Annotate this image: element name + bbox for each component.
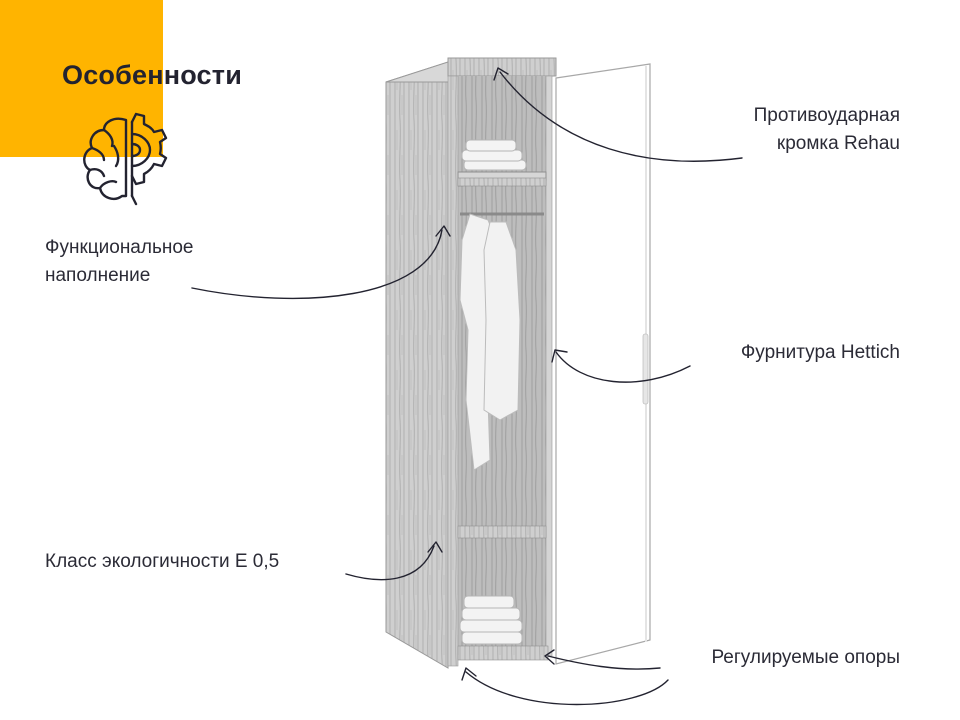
feature-label-rehau: Противоударная кромка Rehau xyxy=(754,102,900,158)
arrow-functional xyxy=(191,229,443,300)
hanging-clothes xyxy=(459,213,521,471)
folded-clothes-bottom xyxy=(459,595,523,645)
feature-label-supports: Регулируемые опоры xyxy=(711,647,900,668)
feature-label-hettich: Фурнитура Hettich xyxy=(740,342,900,363)
arrow-supports-1 xyxy=(547,655,661,670)
arrow-supports-2 xyxy=(465,671,669,706)
arrowhead-supports-1 xyxy=(544,649,555,665)
feature-label-functional-line2: наполнение xyxy=(45,265,151,286)
arrowhead-hettich xyxy=(551,349,568,363)
brain-gear-icon xyxy=(83,112,168,206)
arrow-rehau xyxy=(499,71,743,162)
arrowhead-rehau xyxy=(493,67,509,81)
arrow-eco xyxy=(345,545,435,581)
accent-block xyxy=(0,0,163,157)
feature-label-rehau-line1: Противоударная xyxy=(753,105,900,126)
feature-label-eco: Класс экологичности Е 0,5 xyxy=(45,551,280,572)
arrowhead-eco xyxy=(427,541,443,553)
shelf-top xyxy=(457,171,547,187)
arrowhead-functional xyxy=(435,225,451,237)
wardrobe-base xyxy=(457,645,549,661)
shelf-bottom xyxy=(457,525,547,539)
folded-clothes-top xyxy=(461,139,527,171)
page-title: Особенности xyxy=(62,60,242,90)
feature-label-functional: Функциональное наполнение xyxy=(45,234,193,290)
arrow-hettich xyxy=(555,351,691,383)
door-handle xyxy=(642,333,649,405)
feature-label-functional-line1: Функциональное xyxy=(45,237,194,258)
wardrobe-door xyxy=(555,63,651,665)
wardrobe-side-panel xyxy=(385,61,449,669)
feature-label-rehau-line2: кромка Rehau xyxy=(776,133,900,154)
arrowhead-supports-2 xyxy=(461,667,477,681)
